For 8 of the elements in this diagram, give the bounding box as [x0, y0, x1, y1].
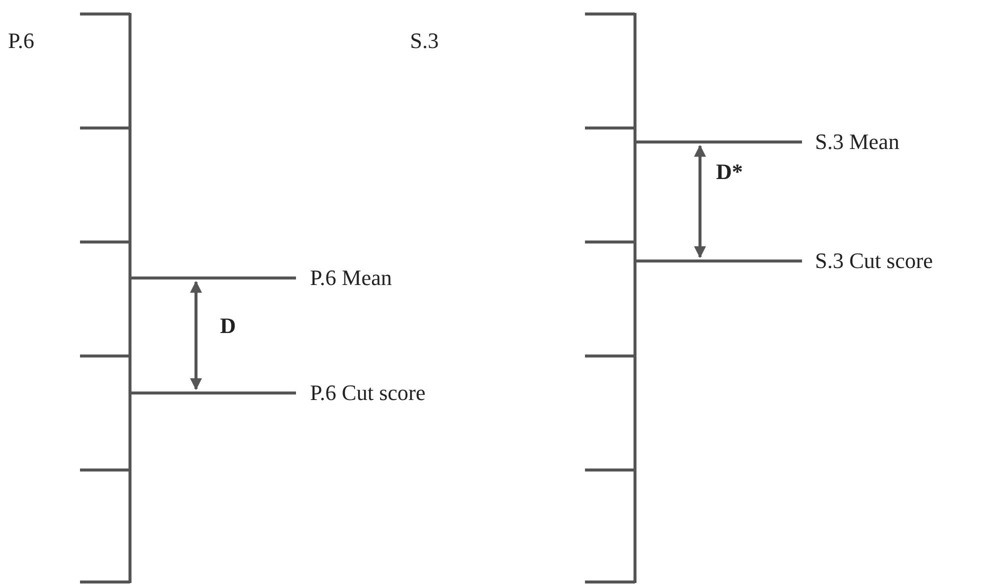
level-label: S.3 Cut score [815, 250, 933, 272]
level-label: P.6 Cut score [310, 382, 426, 404]
scale-title: P.6 [8, 30, 34, 52]
level-label: P.6 Mean [310, 267, 392, 289]
level-label: S.3 Mean [815, 131, 900, 153]
difference-label: D [220, 315, 236, 337]
difference-label: D* [716, 161, 743, 183]
scale-title: S.3 [410, 30, 439, 52]
